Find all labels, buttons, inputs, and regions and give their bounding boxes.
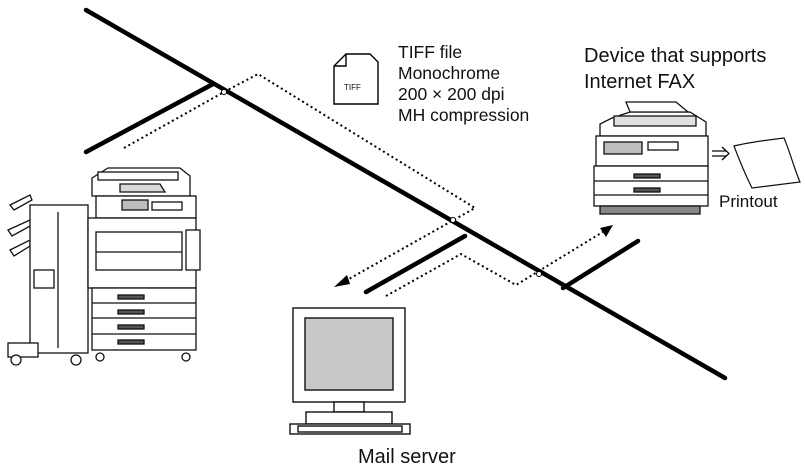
device-label: Device that supports Internet FAX: [584, 43, 766, 95]
data-path: [123, 72, 607, 297]
server-branch-line: [363, 233, 468, 295]
file-spec-line: MH compression: [398, 105, 530, 125]
relay-path: [385, 229, 607, 297]
send-path: [123, 72, 477, 285]
computer-monitor-icon: [289, 307, 411, 435]
file-icon-label: TIFF: [344, 83, 361, 92]
file-spec-text: TIFF file Monochrome 200 × 200 dpi MH co…: [398, 42, 529, 126]
file-spec-line: Monochrome: [398, 63, 501, 83]
arrowhead-to-device: [600, 225, 613, 237]
paper-sheet-icon: [733, 137, 801, 189]
output-arrow-icon: [712, 146, 730, 161]
network-lines: [83, 7, 728, 381]
mail-server-label: Mail server: [358, 446, 456, 468]
file-spec-line: 200 × 200 dpi: [398, 84, 505, 104]
multifunction-printer-icon: [7, 167, 201, 366]
path-arrowheads: [334, 225, 613, 287]
main-network-line: [83, 7, 728, 381]
junction-markers: [221, 89, 542, 277]
arrowhead-to-server: [334, 275, 350, 287]
device-label-line: Device that supports: [584, 45, 767, 67]
device-label-line: Internet FAX: [584, 71, 696, 93]
file-icon: [333, 53, 379, 105]
receiver-branch-line: [560, 238, 641, 291]
sender-branch-line: [83, 81, 216, 155]
file-spec-line: TIFF file: [398, 42, 463, 62]
printout-label: Printout: [719, 192, 778, 211]
fax-device-icon: [593, 101, 709, 215]
